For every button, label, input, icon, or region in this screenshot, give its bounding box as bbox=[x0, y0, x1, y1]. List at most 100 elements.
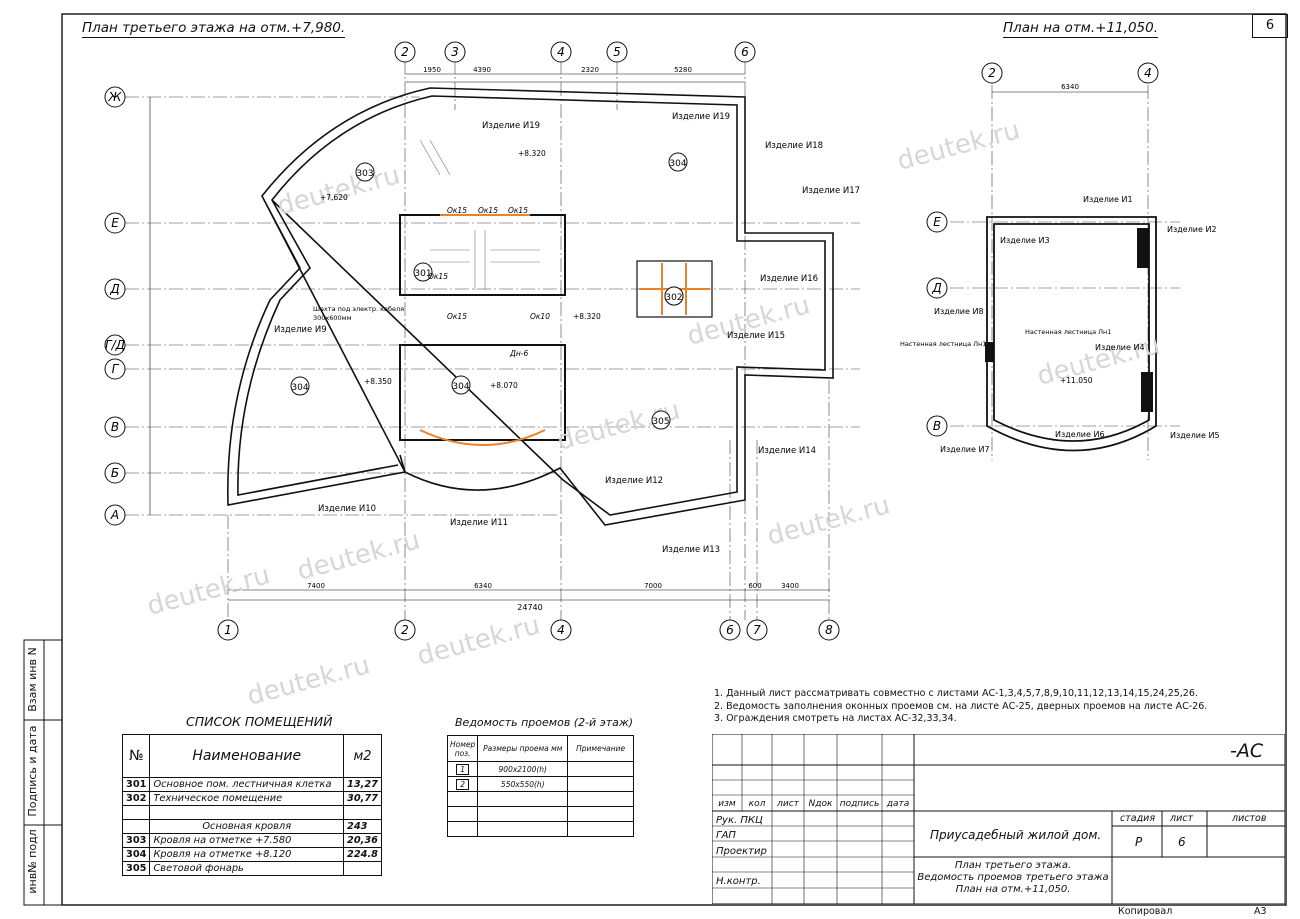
item-label-4: Изделие И16 bbox=[760, 274, 818, 284]
axis-bottom-4: 4 bbox=[557, 623, 565, 637]
sheet-description: План третьего этажа. Ведомость проемов т… bbox=[914, 860, 1112, 896]
opening-size: 900х2100(h) bbox=[477, 761, 569, 777]
level-mark-0: +8.320 bbox=[518, 149, 546, 158]
item-label-8: Изделие И12 bbox=[605, 476, 663, 486]
axis-left-3: Г/Д bbox=[105, 338, 125, 352]
dim-bottom-0: 7400 bbox=[307, 582, 325, 590]
axis-left-4: Г bbox=[112, 362, 120, 376]
room-name: Световой фонарь bbox=[149, 861, 344, 876]
opening-pos: 1 bbox=[446, 761, 479, 777]
watermark-5: deutek.ru bbox=[144, 560, 273, 622]
axis-top-2: 2 bbox=[401, 45, 409, 59]
dim-top-3: 5280 bbox=[674, 66, 692, 74]
stage-header: стадия bbox=[1120, 813, 1156, 824]
axis-bottom-8-circle bbox=[818, 619, 840, 641]
ladder-label-1: Настенная лестница Лн1 bbox=[1025, 328, 1111, 336]
room-number bbox=[121, 805, 151, 820]
item-label-10: Изделие И10 bbox=[318, 504, 376, 514]
room-302: 302 bbox=[665, 293, 682, 303]
room-name: Кровля на отметке +8.120 bbox=[149, 847, 344, 862]
axis-bottom-4-circle bbox=[550, 619, 572, 641]
item-label-0: Изделие И19 bbox=[482, 121, 540, 131]
opening-note bbox=[567, 791, 634, 807]
item-label-7: Изделие И13 bbox=[662, 545, 720, 555]
room-area: 224.8 bbox=[343, 847, 382, 862]
axis-small-v-2: 2 bbox=[988, 66, 996, 80]
axis-left-5: В bbox=[111, 420, 119, 434]
opening-pos bbox=[446, 821, 479, 837]
axis-top-3: 3 bbox=[451, 45, 459, 59]
table-row bbox=[446, 791, 634, 807]
project-name: Приусадебный жилой дом. bbox=[930, 828, 1102, 842]
table-row: № Наименование м2 bbox=[121, 734, 382, 778]
room-area bbox=[343, 861, 382, 876]
room-305: 305 bbox=[652, 417, 669, 427]
axis-top-5-circle bbox=[606, 41, 628, 63]
stamp-col-0: изм bbox=[718, 799, 736, 809]
room-name: Основное пом. лестничная клетка bbox=[149, 777, 344, 792]
dim-bottom-4: 3400 bbox=[781, 582, 799, 590]
axis-top-4-circle bbox=[550, 41, 572, 63]
stamp-col-2: лист bbox=[777, 799, 799, 809]
axis-left-1-circle bbox=[104, 212, 126, 234]
axis-top-4: 4 bbox=[557, 45, 565, 59]
item-label-5: Изделие И15 bbox=[727, 331, 785, 341]
axis-left-2: Д bbox=[109, 282, 119, 296]
doc-code: -АС bbox=[1230, 740, 1264, 762]
item-label-11: Изделие И9 bbox=[274, 325, 327, 335]
opening-pos: 2 bbox=[446, 776, 479, 792]
axis-small-v-4-circle bbox=[1137, 62, 1159, 84]
axis-small-h-0-circle bbox=[926, 211, 948, 233]
openings-table: Номер поз. Размеры проема мм Примечание … bbox=[446, 735, 634, 837]
room-name: Основная кровля bbox=[149, 819, 344, 834]
opening-4: Ок15 bbox=[447, 312, 467, 321]
room-name bbox=[149, 805, 344, 820]
axis-small-h-2: В bbox=[933, 419, 941, 433]
sheets-header: листов bbox=[1232, 813, 1267, 824]
axis-small-h-1: Д bbox=[931, 281, 941, 295]
room-303: 303 bbox=[356, 169, 373, 179]
axis-left-6: Б bbox=[111, 466, 119, 480]
axis-bottom-8: 8 bbox=[825, 623, 833, 637]
room-marker-circle bbox=[651, 410, 671, 430]
axis-left-1: Е bbox=[111, 216, 119, 230]
desc-line-1: План третьего этажа. bbox=[954, 860, 1072, 871]
room-304: 304 bbox=[291, 383, 308, 393]
item-small-4: Изделие И5 bbox=[1170, 431, 1220, 440]
opening-pos-box: 1 bbox=[456, 763, 470, 775]
axis-small-h-2-circle bbox=[926, 415, 948, 437]
room-name: Кровля на отметке +7.580 bbox=[149, 833, 344, 848]
opening-pos bbox=[446, 791, 479, 807]
axis-bottom-7: 7 bbox=[753, 623, 761, 637]
opening-note bbox=[567, 776, 634, 792]
watermark-8: deutek.ru bbox=[1034, 330, 1163, 392]
table-row bbox=[121, 805, 382, 820]
stage-value: Р bbox=[1135, 835, 1143, 849]
room-number: 301 bbox=[121, 777, 151, 792]
sheet-header: лист bbox=[1170, 813, 1194, 824]
level-mark-2: +8.320 bbox=[573, 312, 601, 321]
axis-left-7: А bbox=[110, 508, 119, 522]
axis-left-3-circle bbox=[104, 334, 126, 356]
dim-small-top: 6340 bbox=[1061, 83, 1079, 91]
table-row: Номер поз. Размеры проема мм Примечание bbox=[446, 735, 634, 762]
room-304: 304 bbox=[452, 382, 469, 392]
opening-size: 550х550(h) bbox=[477, 776, 569, 792]
axis-top-5: 5 bbox=[613, 45, 621, 59]
room-number: 302 bbox=[121, 791, 151, 806]
shaft-label: Шахта под электр. кабеля bbox=[313, 305, 404, 313]
axis-bottom-7-circle bbox=[746, 619, 768, 641]
col-pos: Номер поз. bbox=[446, 735, 479, 762]
room-area: 20,36 bbox=[343, 833, 382, 848]
col-area: м2 bbox=[343, 734, 382, 778]
axis-bottom-6: 6 bbox=[726, 623, 734, 637]
dim-top-1: 4390 bbox=[473, 66, 491, 74]
